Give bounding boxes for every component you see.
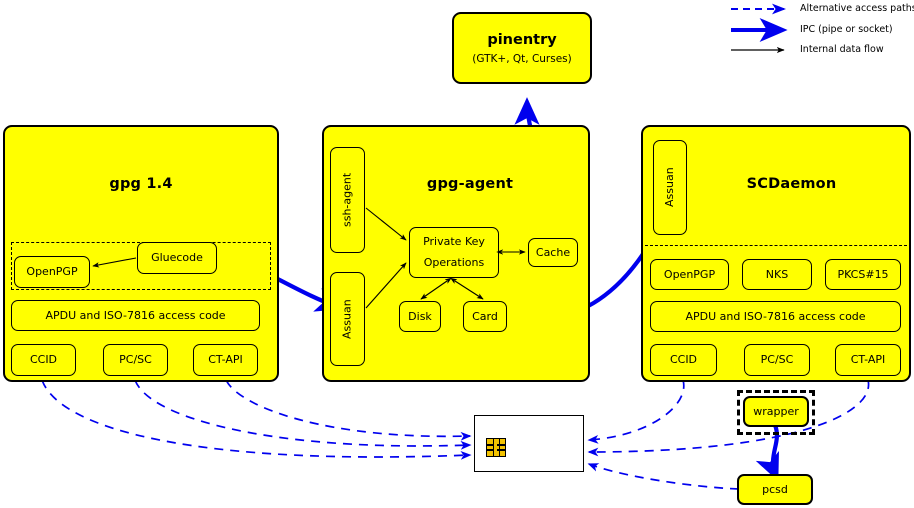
agent-private-key-operations-node[interactable]: Private Key Operations: [409, 227, 499, 278]
gpg-ccid-node[interactable]: CCID: [11, 344, 76, 376]
private-key-line-1: Private Key: [423, 235, 485, 249]
legend-label-ipc: IPC (pipe or socket): [800, 24, 893, 35]
alt-scd-ccid-to-card: [587, 379, 685, 444]
agent-cache-node[interactable]: Cache: [528, 238, 578, 267]
wrapper-region: [737, 390, 815, 435]
scdaemon-divider: [645, 245, 907, 246]
gpg-title: gpg 1.4: [109, 176, 173, 192]
gpg-gluecode-node[interactable]: Gluecode: [137, 242, 217, 274]
pinentry-title: pinentry: [487, 31, 557, 48]
scd-nks-node[interactable]: NKS: [742, 259, 812, 290]
pcscd-node[interactable]: pcsd: [737, 474, 813, 505]
scd-ccid-node[interactable]: CCID: [650, 344, 717, 376]
gpg-apdu-node[interactable]: APDU and ISO-7816 access code: [11, 300, 260, 331]
legend-row-ipc: IPC (pipe or socket): [726, 22, 914, 40]
scd-apdu-node[interactable]: APDU and ISO-7816 access code: [650, 301, 901, 332]
scd-openpgp-node[interactable]: OpenPGP: [650, 259, 729, 290]
gpg-pcsc-node[interactable]: PC/SC: [103, 344, 168, 376]
legend-label-internal: Internal data flow: [800, 44, 884, 55]
legend: Alternative access paths IPC (pipe or so…: [726, 0, 914, 58]
alt-pcscd-to-card: [587, 463, 740, 490]
alt-gpg-ctapi-to-card: [225, 379, 472, 441]
legend-label-alt-path: Alternative access paths: [800, 3, 914, 14]
agent-card-node[interactable]: Card: [463, 301, 507, 332]
pinentry-subtitle: (GTK+, Qt, Curses): [472, 52, 572, 65]
scd-ctapi-node[interactable]: CT-API: [835, 344, 901, 376]
gpg-agent-title: gpg-agent: [426, 176, 514, 192]
alt-gpg-pcsc-to-card: [134, 379, 472, 450]
smartcard-chip-icon: [486, 438, 506, 457]
pinentry-container[interactable]: pinentry (GTK+, Qt, Curses): [452, 12, 592, 84]
scd-pcsc-node[interactable]: PC/SC: [744, 344, 810, 376]
legend-row-internal: Internal data flow: [726, 42, 914, 60]
scd-pkcs15-node[interactable]: PKCS#15: [825, 259, 901, 290]
gpg-ctapi-node[interactable]: CT-API: [193, 344, 258, 376]
scdaemon-title: SCDaemon: [746, 176, 837, 192]
agent-disk-node[interactable]: Disk: [399, 301, 441, 332]
alt-scd-ctapi-to-card: [587, 379, 870, 457]
agent-ssh-agent-node[interactable]: ssh-agent: [330, 147, 365, 253]
alt-gpg-ccid-to-card: [41, 379, 472, 460]
agent-assuan-node[interactable]: Assuan: [330, 272, 365, 366]
wrapper-node[interactable]: wrapper: [743, 396, 809, 427]
smart-card[interactable]: [474, 415, 584, 472]
scd-assuan-node[interactable]: Assuan: [653, 140, 687, 235]
gpg-openpgp-node[interactable]: OpenPGP: [14, 256, 90, 288]
legend-row-alt-path: Alternative access paths: [726, 1, 914, 19]
private-key-line-2: Operations: [423, 256, 485, 269]
